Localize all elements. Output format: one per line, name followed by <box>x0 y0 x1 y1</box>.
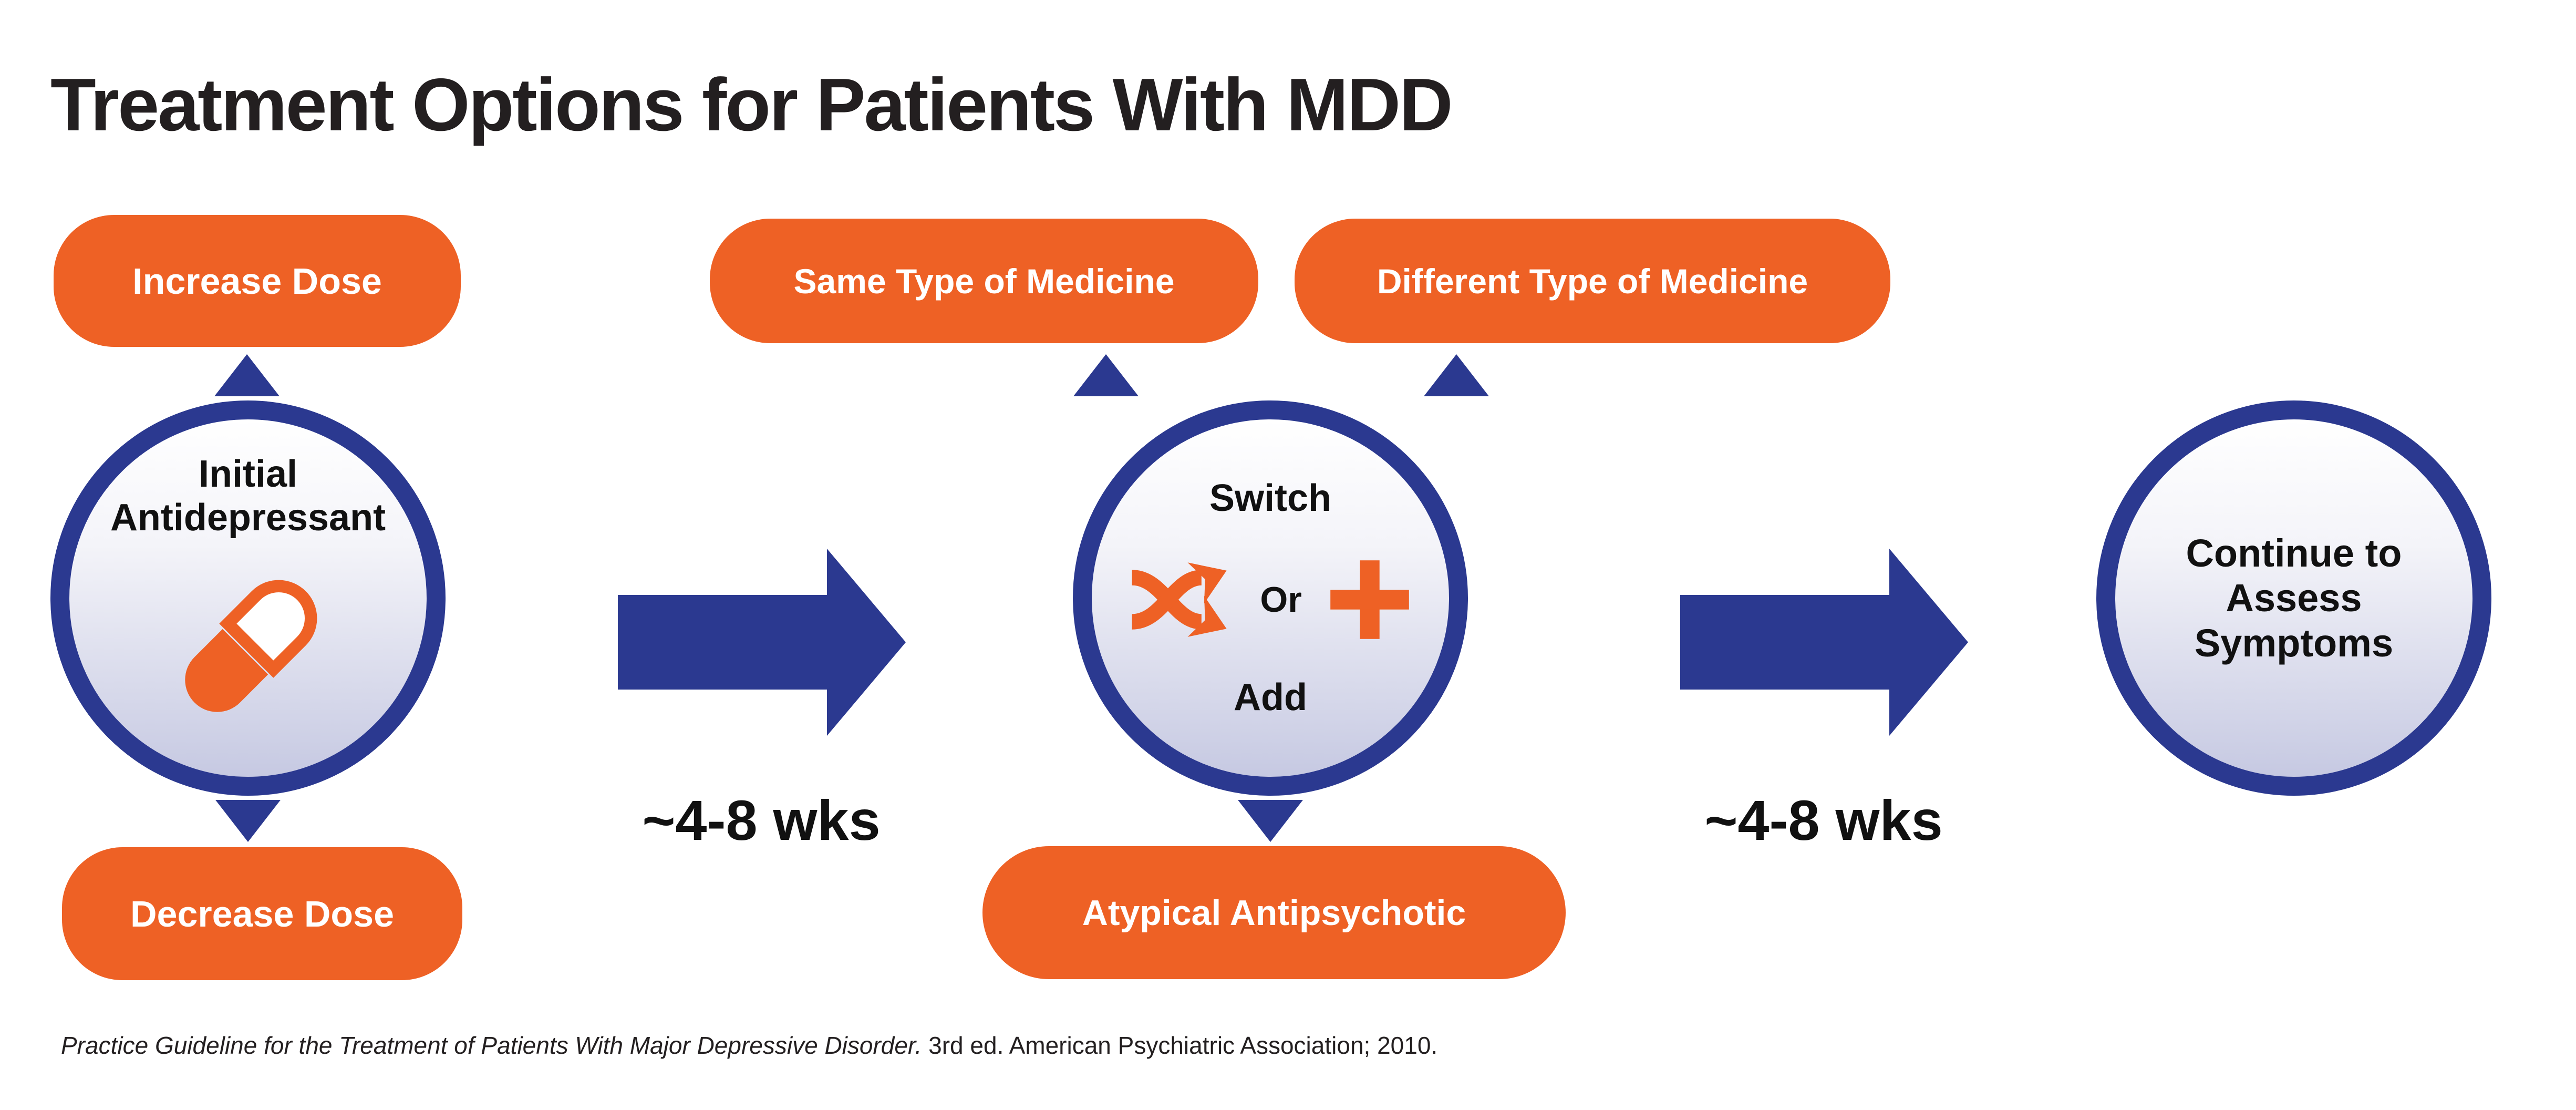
option-box-label: Atypical Antipsychotic <box>1082 892 1466 933</box>
duration-label: ~4-8 wks <box>642 788 881 852</box>
flow-arrow-right-icon <box>1680 549 1968 736</box>
option-box-atypical-antipsychotic: Atypical Antipsychotic <box>982 846 1566 979</box>
option-box-label: Different Type of Medicine <box>1377 261 1808 301</box>
pill-icon <box>185 580 317 712</box>
connector-triangle-down-icon <box>1238 800 1303 842</box>
node-label-switch: Switch <box>1209 477 1332 520</box>
citation-rest: 3rd ed. American Psychiatric Association… <box>922 1032 1438 1059</box>
node-initial-antidepressant: Initial Antidepressant <box>50 400 446 796</box>
node-label: Continue to Assess Symptoms <box>2186 531 2402 665</box>
connector-triangle-up-icon <box>1424 354 1489 396</box>
node-continue-to-assess-symptoms: Continue to Assess Symptoms <box>2096 400 2491 796</box>
option-box-label: Decrease Dose <box>130 893 394 934</box>
connector-triangle-down-icon <box>215 800 281 842</box>
node-switch-or-add: Switch Or Add <box>1073 400 1468 796</box>
option-box-label: Increase Dose <box>132 260 382 302</box>
flow-arrow-right-icon <box>618 549 906 736</box>
connector-triangle-up-icon <box>214 354 280 396</box>
citation: Practice Guideline for the Treatment of … <box>61 1031 1437 1060</box>
node-label-add: Add <box>1234 676 1307 718</box>
page-title: Treatment Options for Patients With MDD <box>50 63 1453 147</box>
option-box-increase-dose: Increase Dose <box>54 215 461 347</box>
arrow-head <box>1889 549 1968 736</box>
node-label-or: Or <box>1260 579 1302 620</box>
citation-title: Practice Guideline for the Treatment of … <box>61 1032 922 1059</box>
option-box-label: Same Type of Medicine <box>793 261 1175 301</box>
switch-or-add-row: Or <box>1126 544 1414 655</box>
node-label: Initial Antidepressant <box>110 453 386 539</box>
duration-label: ~4-8 wks <box>1704 788 1943 852</box>
arrow-head <box>827 549 906 736</box>
arrow-shaft <box>1680 595 1889 690</box>
shuffle-arrows-icon <box>1131 562 1227 637</box>
option-box-different-type-of-medicine: Different Type of Medicine <box>1295 219 1890 343</box>
option-box-decrease-dose: Decrease Dose <box>62 847 462 980</box>
connector-triangle-up-icon <box>1073 354 1139 396</box>
plus-icon <box>1330 560 1409 639</box>
arrow-shaft <box>618 595 827 690</box>
option-box-same-type-of-medicine: Same Type of Medicine <box>710 219 1258 343</box>
